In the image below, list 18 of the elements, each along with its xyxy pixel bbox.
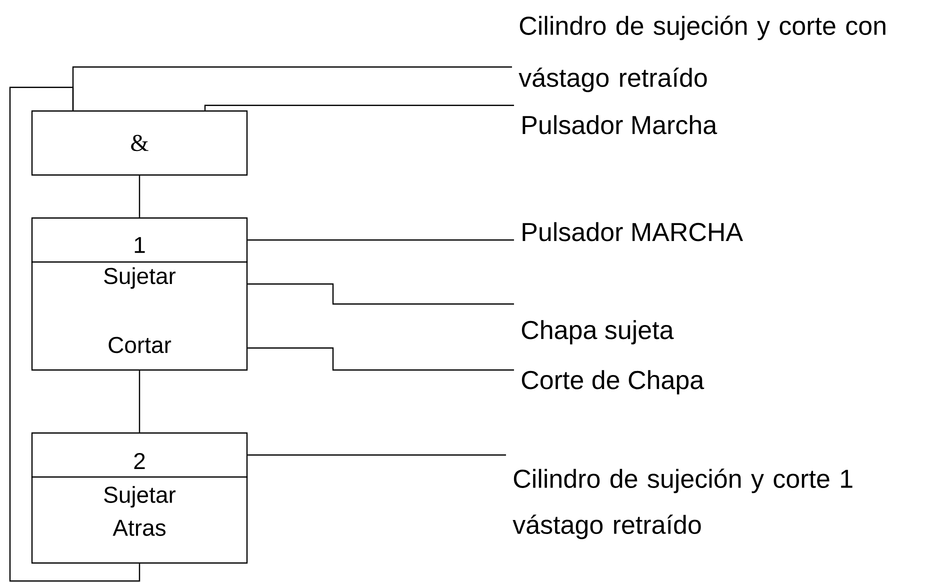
signal-label: Cilindro de sujeción y corte 1 vástago retraído xyxy=(512,468,852,540)
connector-line xyxy=(204,104,514,110)
signal-label: Chapa sujeta xyxy=(522,320,674,344)
connector-line xyxy=(248,239,514,241)
connector-line xyxy=(72,66,512,110)
connector-line xyxy=(248,283,514,305)
signal-label: Pulsador MARCHA xyxy=(522,222,744,242)
step-box: 2 Sujetar Atras xyxy=(31,432,248,564)
signal-label: Pulsador Marcha xyxy=(522,115,718,134)
signal-label: Cilindro de sujeción y corte con vástago retraído xyxy=(518,16,886,92)
connector-line xyxy=(9,86,140,582)
connector-line xyxy=(138,370,140,432)
step-box: 1 Sujetar Cortar xyxy=(31,217,248,371)
connector-line xyxy=(138,176,140,218)
connector-line xyxy=(248,454,506,456)
logic-gate-box: & xyxy=(31,110,248,176)
signal-label: Corte de Chapa xyxy=(522,370,704,394)
connector-line xyxy=(248,347,514,371)
